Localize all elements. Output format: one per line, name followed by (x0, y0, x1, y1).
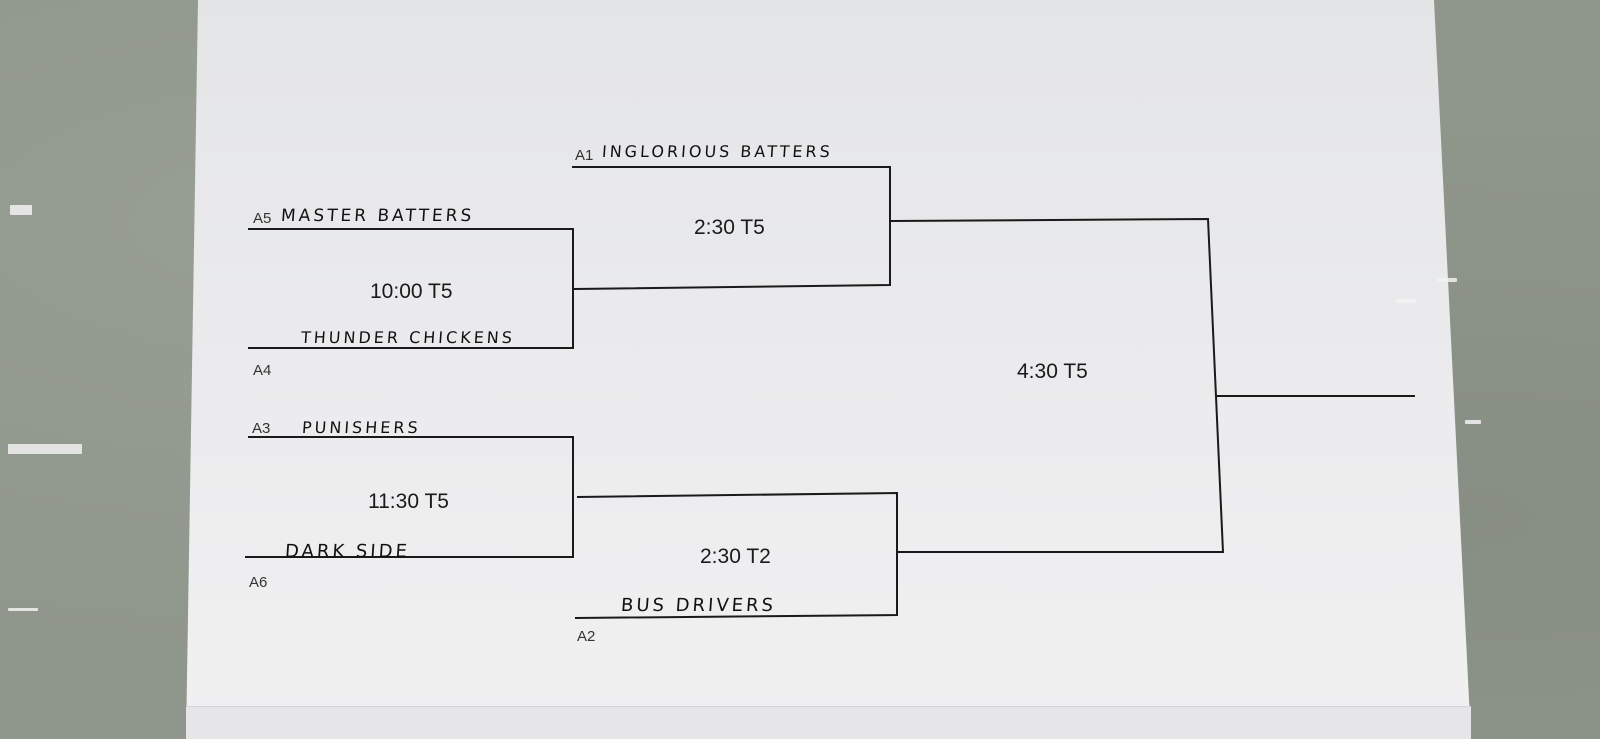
paper-bottom-edge (186, 706, 1471, 739)
game-time: 2:30 T2 (700, 545, 771, 568)
game-time: 2:30 T5 (694, 216, 765, 239)
team-name: MASTER BATTERS (280, 206, 475, 226)
wall-speck (1465, 420, 1481, 424)
wall-speck (8, 608, 38, 611)
team-name: BUS DRIVERS (620, 595, 777, 616)
team-name: INGLORIOUS BATTERS (601, 142, 834, 161)
final-game-time: 4:30 T5 (1017, 360, 1088, 383)
game-time: 10:00 T5 (370, 280, 453, 303)
bracket-line-semifinal1 (572, 166, 891, 290)
seed-label: A3 (252, 420, 271, 437)
bracket-line-game2 (245, 436, 574, 558)
bracket-line-game1 (248, 228, 574, 349)
seed-label: A1 (575, 147, 594, 164)
seed-label: A4 (253, 362, 272, 379)
seed-label: A2 (577, 628, 596, 645)
seed-label: A5 (253, 210, 272, 227)
team-name: PUNISHERS (301, 418, 422, 437)
bracket-line-semifinal2 (574, 491, 898, 619)
wall-speck (1396, 299, 1416, 303)
team-name: THUNDER CHICKENS (300, 328, 516, 347)
wall-speck (1437, 278, 1457, 282)
team-name: DARK SIDE (284, 541, 411, 562)
game-time: 11:30 T5 (368, 490, 449, 513)
wall-speck (8, 444, 82, 454)
seed-label: A6 (249, 574, 268, 591)
wall-speck (10, 205, 32, 215)
bracket-line-final (890, 217, 1225, 553)
